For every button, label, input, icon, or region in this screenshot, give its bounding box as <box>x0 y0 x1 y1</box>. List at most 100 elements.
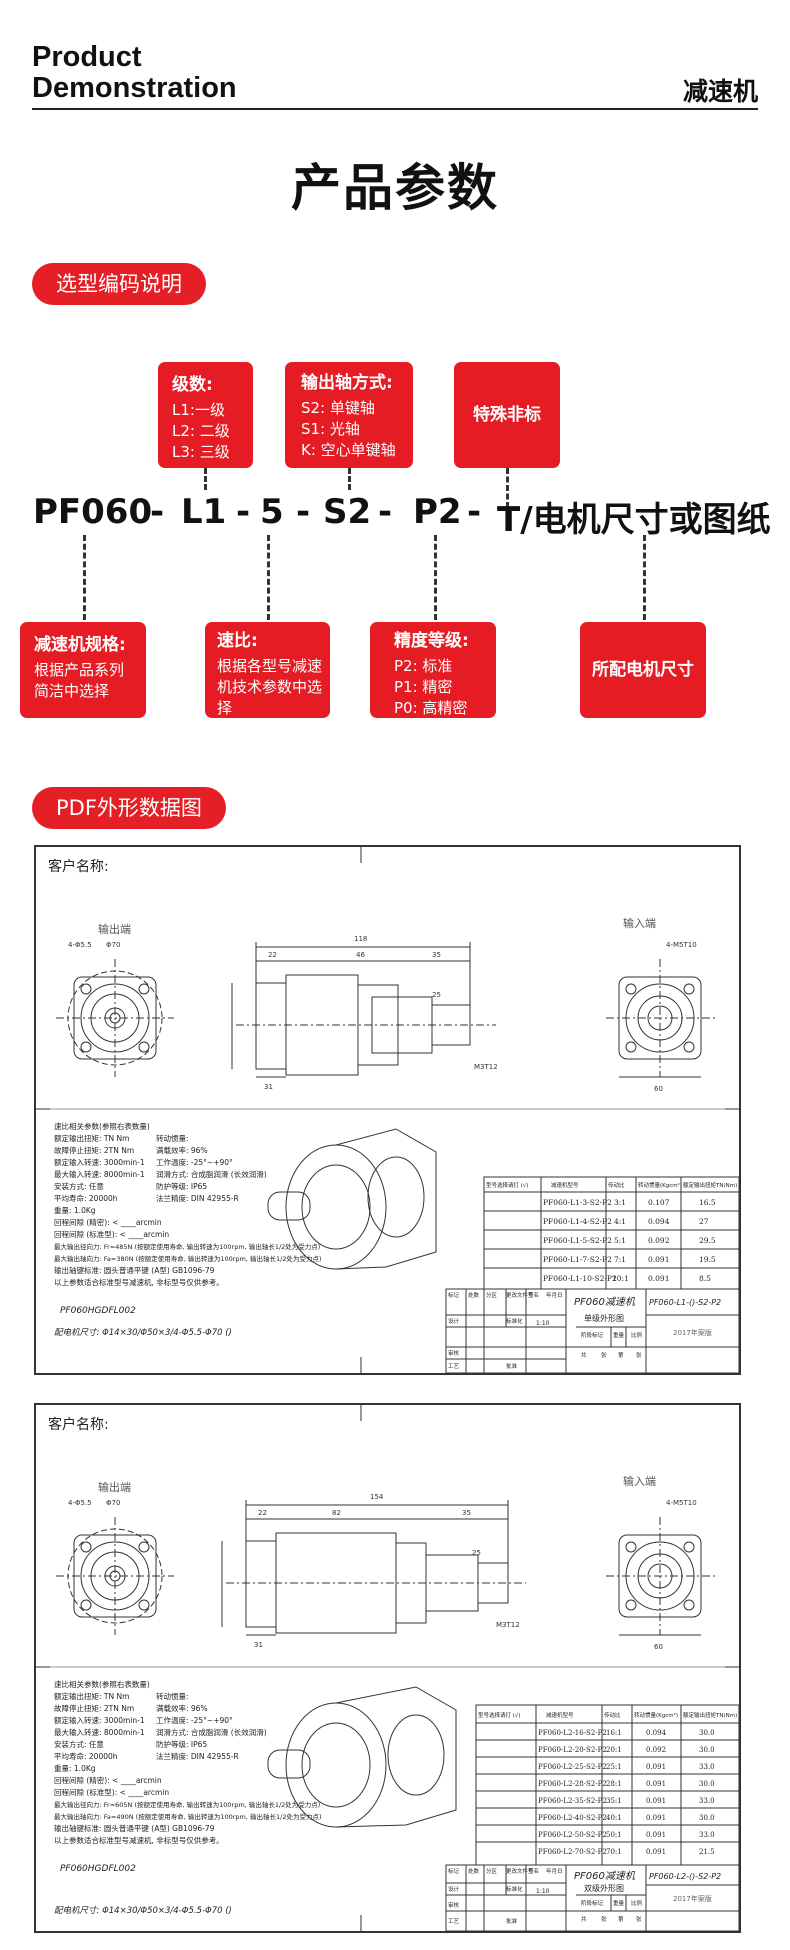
connector <box>83 535 86 620</box>
table-header: 额定输出扭矩TN(Nm) <box>683 1181 737 1189</box>
table-cell: PF060-L1-3-S2-P2 <box>543 1198 612 1207</box>
box-precision-line: P1: 精密 <box>394 678 453 696</box>
table-cell: 28:1 <box>606 1780 622 1788</box>
connector <box>643 535 646 620</box>
box-stage-title: 级数: <box>172 375 213 395</box>
spec-line: 重量: 1.0Kg <box>54 1206 96 1215</box>
spec-line: 以上参数适合标准型号减速机, 非标型号仅供参考。 <box>54 1277 224 1287</box>
title-block-label: 标准化 <box>506 1885 523 1893</box>
box-ratio-line: 择 <box>217 699 233 717</box>
dim-label: 118 <box>354 935 367 943</box>
spec-line: 安装方式: 任意 <box>54 1181 104 1191</box>
title-block-label: 第 <box>618 1915 624 1923</box>
dim-label: M3T12 <box>474 1063 498 1071</box>
dim-label: 22 <box>258 1509 267 1517</box>
table-header: 转动惯量(Kgcm²) <box>638 1181 682 1189</box>
title-block-label: 更改文件号 <box>506 1291 534 1299</box>
code-sep: - <box>150 492 165 532</box>
spec-line: 最大输入转速: 8000min-1 <box>54 1169 145 1179</box>
dim-label: 31 <box>264 1083 273 1091</box>
title-block-label: 阶段标记 <box>581 1331 604 1339</box>
title-block-label: 重量 <box>613 1899 625 1907</box>
spec-line: 速比相关参数(参照右表数量) <box>54 1679 150 1689</box>
table-header: 传动比 <box>604 1711 621 1719</box>
table-cell: PF060-L2-40-S2-P2 <box>538 1814 607 1822</box>
dim-label: 4-Φ5.5 <box>68 1499 92 1507</box>
title-block-sub: 单级外形图 <box>584 1313 624 1323</box>
title-block-label: 更改文件号 <box>506 1867 534 1875</box>
table-cell: 33.0 <box>699 1831 715 1839</box>
dim-label: 35 <box>462 1509 471 1517</box>
spec-line: 回程间隙 (标准型): < ____arcmin <box>54 1787 169 1797</box>
title-block-label: 标准化 <box>506 1317 523 1325</box>
table-header: 额定输出扭矩TN(Nm) <box>683 1711 737 1719</box>
table-cell: 3:1 <box>614 1198 626 1207</box>
table-cell: 30.0 <box>699 1746 715 1754</box>
table-cell: PF060-L1-10-S2-P2 <box>543 1274 617 1283</box>
dim-label: 4-M5T10 <box>666 1499 697 1507</box>
input-end-label: 输入端 <box>623 1474 656 1488</box>
box-ratio-line: 机技术参数中选 <box>217 678 323 696</box>
spec-line: 回程间隙 (标准型): < ____arcmin <box>54 1229 169 1239</box>
title-block-scale: 1:10 <box>536 1888 550 1895</box>
spec-line: 额定输出扭矩: TN Nm <box>54 1133 129 1143</box>
part-number: PF060HGDFL002 <box>60 1306 136 1316</box>
spec-line: 安装方式: 任意 <box>54 1739 104 1749</box>
title-block-label: 处数 <box>468 1291 480 1299</box>
table-header: 型号选择请打 (√) <box>486 1181 529 1189</box>
dim-label: 25 <box>472 1549 481 1557</box>
spec-line: 重量: 1.0Kg <box>54 1764 96 1773</box>
spec-line: 满载效率: 96% <box>156 1145 208 1155</box>
table-cell: 0.091 <box>646 1763 666 1771</box>
output-end-label: 输出端 <box>98 1480 131 1494</box>
table-cell: 0.092 <box>648 1236 670 1245</box>
dim-label: Φ70 <box>106 941 120 949</box>
title-block-label: 第 <box>618 1351 624 1359</box>
title-block-label: 年月日 <box>546 1867 563 1875</box>
part-number: PF060HGDFL002 <box>60 1864 136 1874</box>
spec-line: 满载效率: 96% <box>156 1703 208 1713</box>
customer-label: 客户名称: <box>48 858 109 875</box>
table-cell: PF060-L2-25-S2-P2 <box>538 1763 607 1771</box>
code-sep: - <box>467 492 482 532</box>
title-block-label: 审核 <box>448 1349 460 1357</box>
box-spec-title: 减速机规格: <box>34 635 126 655</box>
code-sep: - <box>296 492 311 532</box>
dim-label: 82 <box>332 1509 341 1517</box>
brand-line-1: Product <box>32 41 142 73</box>
connector <box>506 468 509 508</box>
spec-line: 转动惯量: <box>156 1133 189 1143</box>
title-block-label: 批准 <box>506 1362 518 1370</box>
code-ratio: 5 <box>260 492 284 532</box>
spec-line: 法兰精度: DIN 42955-R <box>156 1193 239 1203</box>
table-cell: PF060-L2-20-S2-P2 <box>538 1746 607 1754</box>
title-block-label: 设计 <box>448 1317 460 1325</box>
spec-line: 额定输入转速: 3000min-1 <box>54 1715 145 1725</box>
title-block-sub: 双级外形图 <box>584 1883 624 1893</box>
table-cell: 0.091 <box>646 1814 666 1822</box>
spec-line: 平均寿命: 20000h <box>54 1751 118 1761</box>
spec-line: 输出轴键标准: 圆头普通平键 (A型) GB1096-79 <box>54 1823 215 1833</box>
table-cell: PF060-L1-4-S2-P2 <box>543 1217 612 1226</box>
box-special: 特殊非标 <box>454 362 560 468</box>
table-cell: 70:1 <box>606 1848 622 1856</box>
table-cell: 0.092 <box>646 1746 666 1754</box>
code-precision: P2 <box>413 492 462 532</box>
table-header: 传动比 <box>608 1181 625 1189</box>
dim-label: 22 <box>268 951 277 959</box>
table-header: 转动惯量(Kgcm²) <box>634 1711 678 1719</box>
title-block-code: PF060-L1-()-S2-P2 <box>649 1298 721 1307</box>
spec-line: 速比相关参数(参照右表数量) <box>54 1121 150 1131</box>
input-end-label: 输入端 <box>623 916 656 930</box>
table-cell: PF060-L2-35-S2-P2 <box>538 1797 607 1805</box>
table-cell: 8.5 <box>699 1274 711 1283</box>
title-block-label: 签名 <box>528 1867 539 1875</box>
spec-line: 回程间隙 (精密): < ____arcmin <box>54 1775 162 1785</box>
box-precision: 精度等级: P2: 标准 P1: 精密 P0: 高精密 <box>370 622 496 718</box>
connector <box>434 535 437 620</box>
box-shaft-line: S2: 单键轴 <box>301 399 375 417</box>
box-stage-line: L3: 三级 <box>172 443 230 461</box>
output-end-label: 输出端 <box>98 922 131 936</box>
box-stage-line: L2: 二级 <box>172 422 230 440</box>
connector <box>348 468 351 490</box>
